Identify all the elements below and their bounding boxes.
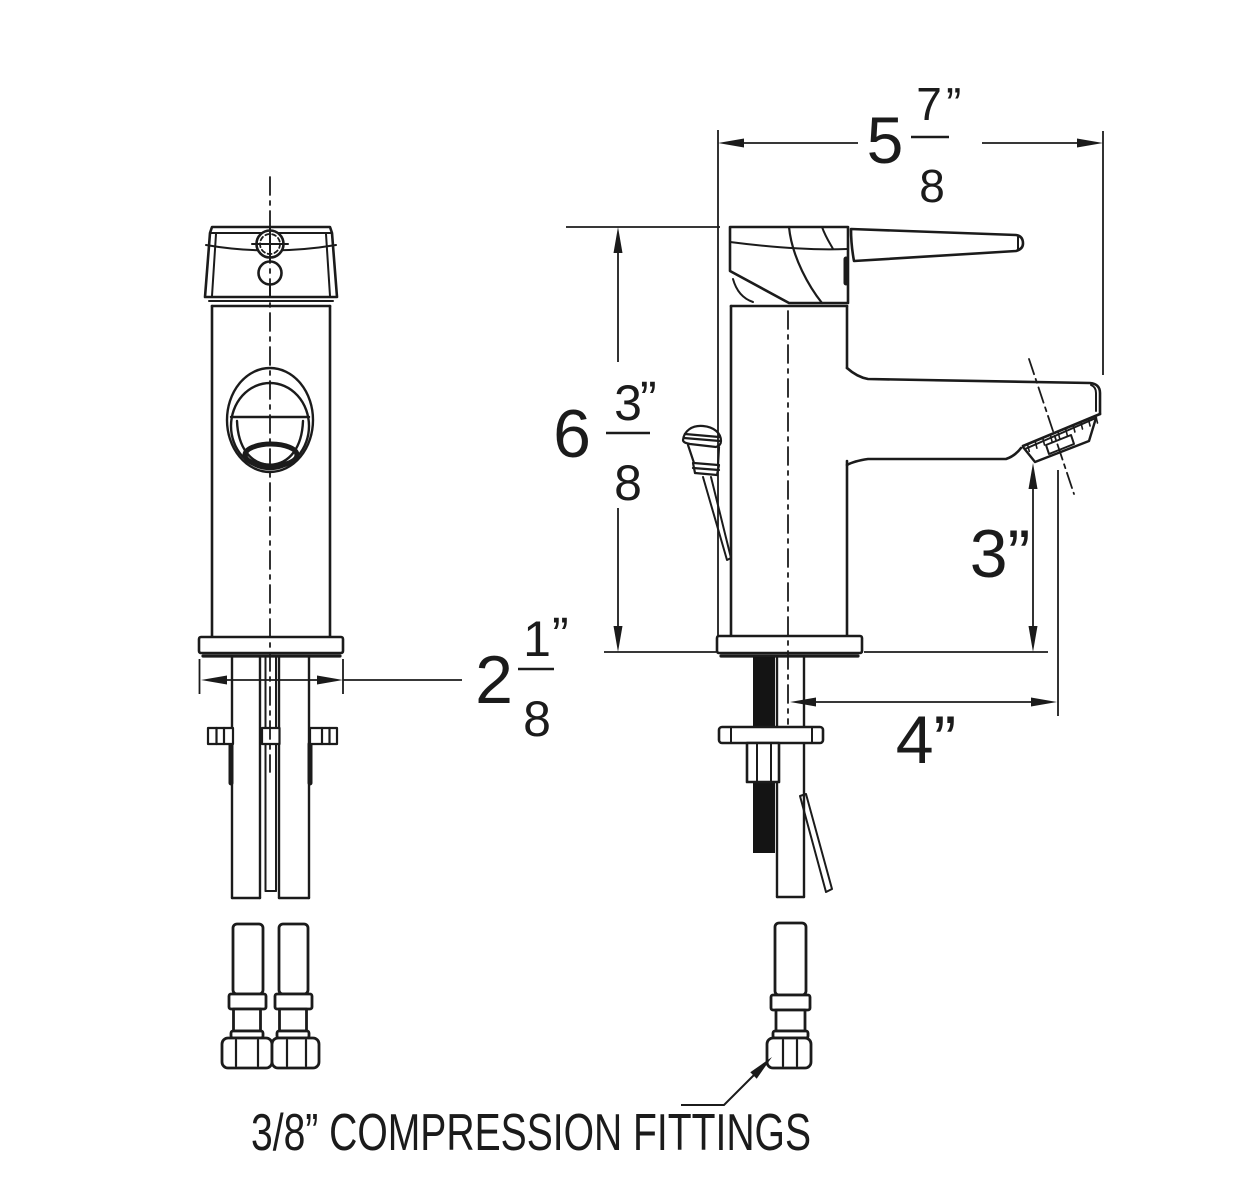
- base-flange-front: [197, 635, 345, 658]
- compression-fitting-nut-side: [765, 1036, 813, 1070]
- arrowhead: [750, 1057, 772, 1079]
- threaded-shank-lower: [753, 782, 775, 853]
- aerator-side: [1021, 416, 1098, 464]
- compression-fitting-nut-right: [270, 1036, 321, 1070]
- pop-up-knob: [681, 424, 732, 561]
- aerator-knurl-hatch: [1027, 416, 1099, 453]
- arrowhead: [718, 138, 744, 148]
- dim-overall-width-denominator: 8: [919, 160, 945, 212]
- dim-overall-height-denominator: 8: [614, 455, 642, 511]
- handle-cap-side: [728, 225, 850, 305]
- dim-base-width-denominator: 8: [523, 691, 551, 747]
- faucet-body-side: [729, 304, 849, 638]
- mounting-nut: [745, 741, 781, 784]
- dim-base-width-unit: ”: [552, 607, 569, 663]
- compression-fittings-note: 3/8” COMPRESSION FITTINGS: [251, 1104, 811, 1162]
- spout-side: [845, 358, 1102, 495]
- compression-fitting-nut-left: [220, 1036, 274, 1070]
- handle-lever-side: [849, 227, 1025, 263]
- supply-hose-side: [765, 921, 813, 1070]
- dim-spout-height-label: 3”: [970, 516, 1030, 592]
- dim-overall-width-unit: ”: [946, 78, 961, 130]
- mounting-washer: [717, 725, 825, 745]
- supply-hose-right: [270, 922, 321, 1070]
- lift-rod-side-upper: [702, 476, 732, 561]
- handle-cap-front: [203, 225, 339, 302]
- dim-overall-width-whole: 5: [867, 103, 904, 177]
- arrowhead: [613, 626, 623, 652]
- arrowhead: [201, 675, 227, 685]
- mounting-clips-front: [206, 726, 339, 746]
- dim-base-width-whole: 2: [475, 642, 513, 718]
- aerator-front: [242, 441, 300, 469]
- under-deck-hardware: [717, 655, 825, 899]
- arrowhead: [1028, 463, 1038, 489]
- dim-overall-height-whole: 6: [553, 396, 591, 472]
- dimension-labels: 5 7 8 ” 6 3 8 ” 3” 4” 2 1 8 ” 3/8” COMPR…: [251, 78, 1030, 1162]
- dim-overall-height-unit: ”: [640, 371, 657, 427]
- arrowhead: [1077, 138, 1103, 148]
- dimension-lines: [198, 130, 1104, 1106]
- aerator-axis-centerline: [1028, 358, 1075, 495]
- threaded-shank-upper: [753, 657, 775, 727]
- arrowhead: [1028, 626, 1038, 652]
- arrowhead: [613, 227, 623, 253]
- dimension-overall-width: [717, 130, 1104, 636]
- arrowhead: [790, 697, 816, 707]
- fittings-leader: [681, 1057, 772, 1106]
- supply-hose-left: [220, 922, 274, 1070]
- dim-base-width-numerator: 1: [523, 611, 551, 667]
- dim-spout-reach-label: 4”: [896, 702, 956, 778]
- arrowhead: [1031, 697, 1057, 707]
- dimension-base-width: [198, 659, 554, 694]
- dim-overall-height-numerator: 3: [614, 375, 642, 431]
- dimension-overall-height: [566, 226, 720, 652]
- arrowhead: [317, 675, 343, 685]
- side-view: [681, 225, 1102, 1070]
- dimension-spout-reach: [790, 470, 1059, 716]
- front-view: [197, 176, 345, 1070]
- faucet-body-front: [210, 304, 332, 639]
- supply-shanks-front: [228, 655, 313, 900]
- dim-overall-width-numerator: 7: [916, 78, 942, 130]
- base-flange-side: [715, 634, 864, 658]
- dimension-spout-height: [1028, 463, 1038, 652]
